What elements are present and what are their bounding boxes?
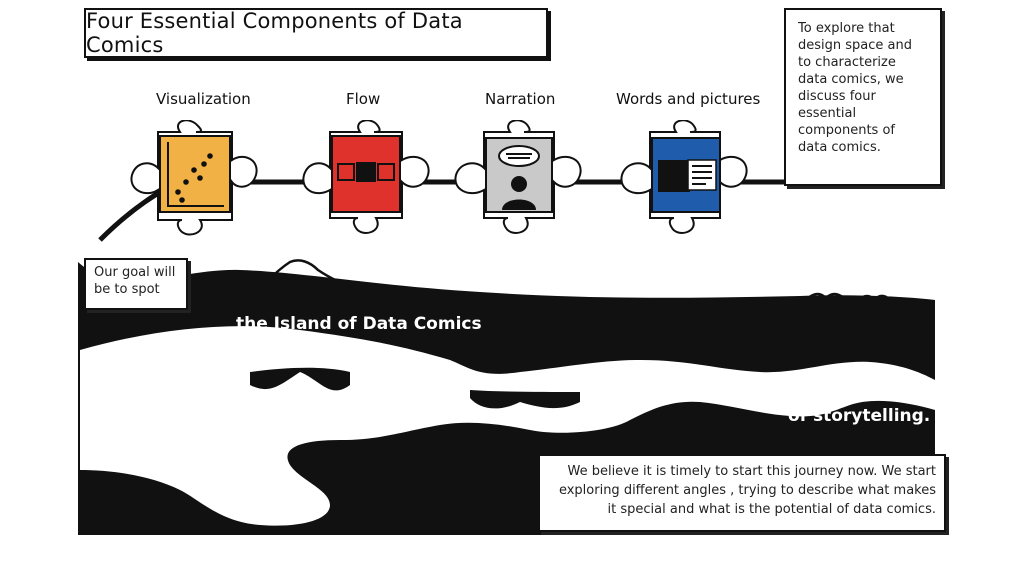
goal-text: Our goal will be to spot (94, 265, 176, 297)
text-and-image-icon (620, 120, 748, 234)
design-space-text: To explore that design space and to char… (798, 21, 912, 155)
goal-note: Our goal will be to spot (84, 258, 188, 310)
timely-text: We believe it is timely to start this jo… (558, 464, 936, 517)
bird-icon (857, 294, 891, 302)
ocean-label-line-1: ... in the ocean (790, 380, 934, 400)
component-label-words-and-pictures: Words and pictures (616, 90, 761, 108)
panel-flow-icon (302, 120, 430, 234)
design-space-note: To explore that design space and to char… (784, 8, 942, 186)
bird-icon (807, 292, 845, 300)
component-label-narration: Narration (485, 90, 556, 108)
island-label: the Island of Data Comics (236, 314, 482, 334)
page-title: Four Essential Components of Data Comics (84, 8, 548, 58)
title-text: Four Essential Components of Data Comics (86, 9, 463, 57)
narrator-speech-icon (454, 120, 582, 234)
mountain (229, 259, 421, 321)
component-label-visualization: Visualization (156, 90, 251, 108)
timely-note: We believe it is timely to start this jo… (538, 454, 946, 532)
component-label-flow: Flow (346, 90, 381, 108)
scatterplot-icon (130, 120, 258, 236)
ocean-label-line-2: of storytelling. (788, 406, 931, 426)
